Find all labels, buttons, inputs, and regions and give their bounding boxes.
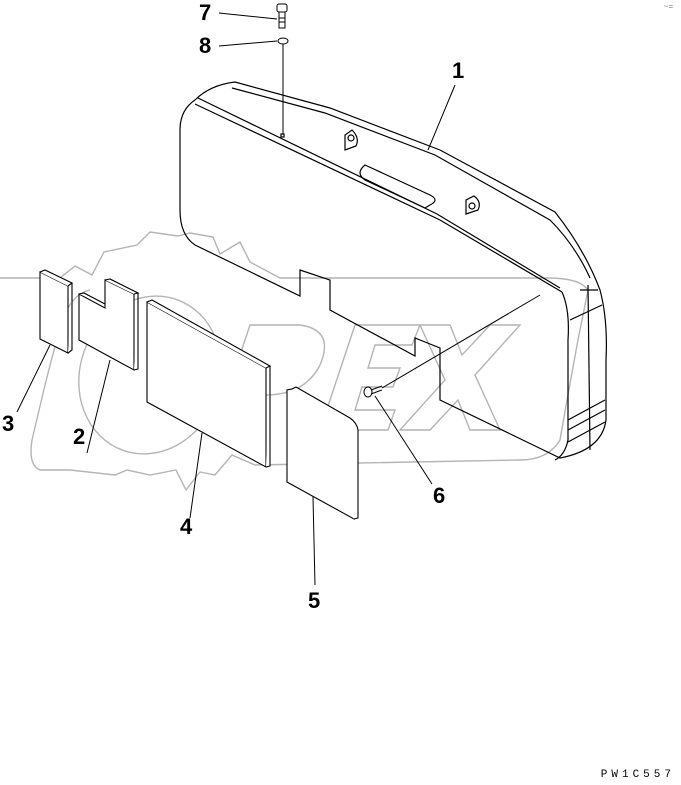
- watermark-gear-outline: [0, 231, 589, 492]
- washer-part-8[interactable]: [277, 37, 289, 134]
- leader-2: [86, 359, 111, 454]
- watermark-letter-x: [398, 324, 522, 431]
- leader-lines: [16, 12, 541, 586]
- callout-6: 6: [433, 483, 446, 508]
- corner-mark: ~=: [663, 2, 673, 11]
- callout-1: 1: [452, 58, 465, 83]
- figure-code: PW1C557: [600, 769, 675, 781]
- callout-3: 3: [2, 411, 15, 436]
- notched-block-part-2[interactable]: [78, 278, 140, 371]
- watermark-letter-p: [214, 324, 326, 431]
- lifting-eye-right: [465, 195, 480, 215]
- callout-8: 8: [199, 33, 212, 58]
- callout-2: 2: [73, 424, 86, 449]
- pin-part-6[interactable]: [363, 385, 383, 398]
- callout-4: 4: [180, 514, 193, 539]
- callout-5: 5: [308, 588, 321, 613]
- bolt-hole: [280, 133, 285, 138]
- leader-6-guide: [381, 294, 541, 389]
- leader-1: [427, 84, 456, 151]
- leader-7: [218, 12, 278, 20]
- small-block-part-3[interactable]: [39, 269, 74, 354]
- leader-8: [218, 40, 278, 47]
- leader-5: [312, 496, 316, 586]
- leader-4: [189, 432, 203, 519]
- opex-watermark: [0, 231, 589, 492]
- leader-3: [16, 344, 51, 413]
- counterweight-handle-slot: [359, 164, 436, 209]
- lifting-eye-left: [344, 129, 358, 151]
- callout-7: 7: [199, 0, 212, 25]
- leader-6: [374, 395, 433, 485]
- large-plate-part-4[interactable]: [146, 299, 272, 468]
- bolt-part-7[interactable]: [276, 3, 288, 29]
- rounded-plate-part-5[interactable]: [286, 386, 359, 520]
